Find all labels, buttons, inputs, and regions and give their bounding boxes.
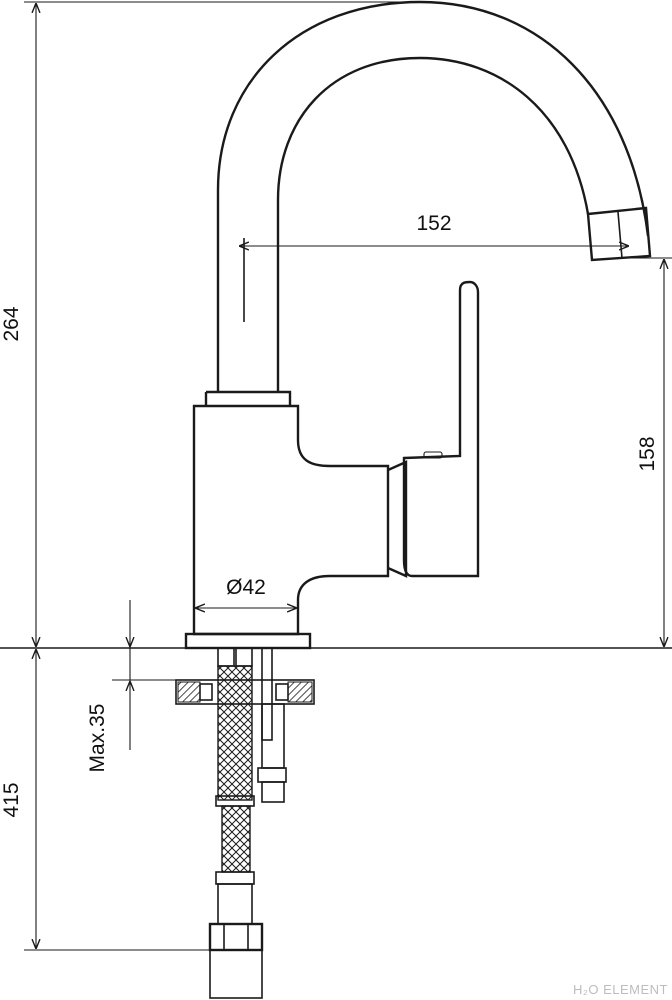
dimension-max-thickness-label: Max.35 (86, 704, 109, 773)
lever-handle (387, 280, 480, 578)
dimension-body-diameter-label: Ø42 (226, 576, 266, 599)
dimension-outlet-height (620, 257, 672, 646)
dimension-total-height (24, 1, 420, 646)
dimension-max-thickness (112, 600, 176, 750)
dimension-total-height-label: 264 (0, 306, 23, 341)
faucet-body (184, 390, 390, 650)
dimension-spout-reach-label: 152 (416, 212, 451, 235)
mounting-hardware (175, 647, 315, 803)
dimension-outlet-height-label: 158 (636, 436, 659, 471)
flexible-hoses (208, 665, 264, 999)
brand-watermark: H₂O ELEMENT (573, 982, 668, 997)
dimension-hose-length-label: 415 (0, 782, 23, 817)
spout (216, 0, 652, 392)
dimension-hose-length (24, 650, 210, 951)
